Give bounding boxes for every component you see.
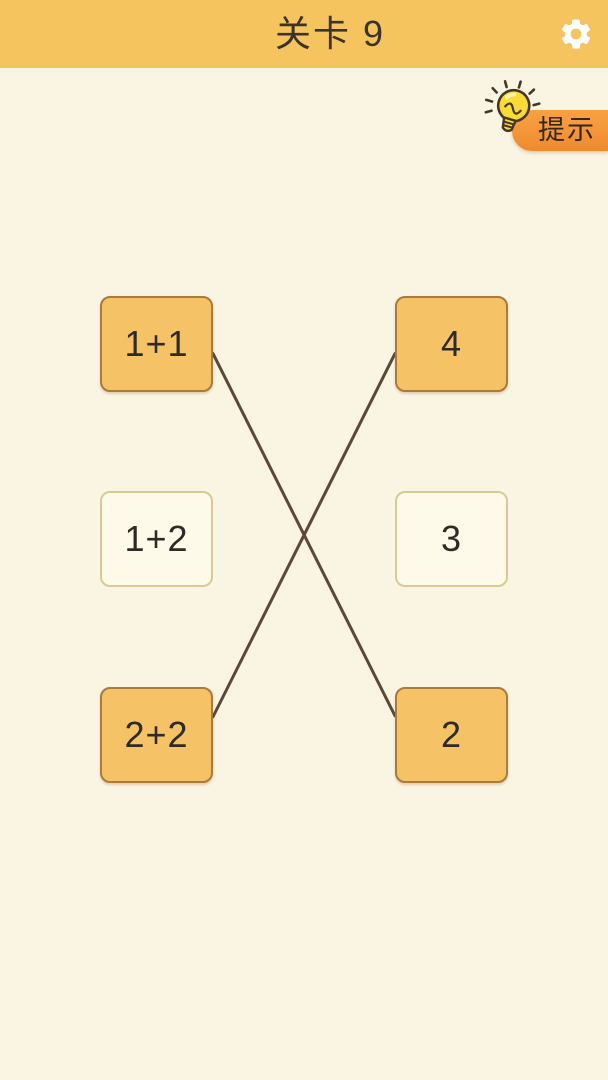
- hint-button-label: 提示: [538, 115, 596, 145]
- card-label: 2: [440, 714, 463, 755]
- level-title: 关卡 9: [274, 13, 386, 54]
- card-answer-4[interactable]: 4: [395, 296, 508, 392]
- card-label: 4: [440, 323, 463, 364]
- card-answer-2[interactable]: 2: [395, 687, 508, 783]
- card-expression-1plus2[interactable]: 1+2: [100, 491, 213, 587]
- gear-icon: [558, 16, 594, 52]
- card-expression-2plus2[interactable]: 2+2: [100, 687, 213, 783]
- hint-button[interactable]: 提示: [512, 110, 608, 151]
- card-label: 1+2: [124, 518, 189, 559]
- card-answer-3[interactable]: 3: [395, 491, 508, 587]
- lightbulb-icon[interactable]: [478, 78, 550, 152]
- settings-button[interactable]: [556, 14, 596, 54]
- card-label: 2+2: [124, 714, 189, 755]
- card-label: 1+1: [124, 323, 189, 364]
- card-label: 3: [440, 518, 463, 559]
- card-expression-1plus1[interactable]: 1+1: [100, 296, 213, 392]
- header-bar: 关卡 9: [0, 0, 608, 68]
